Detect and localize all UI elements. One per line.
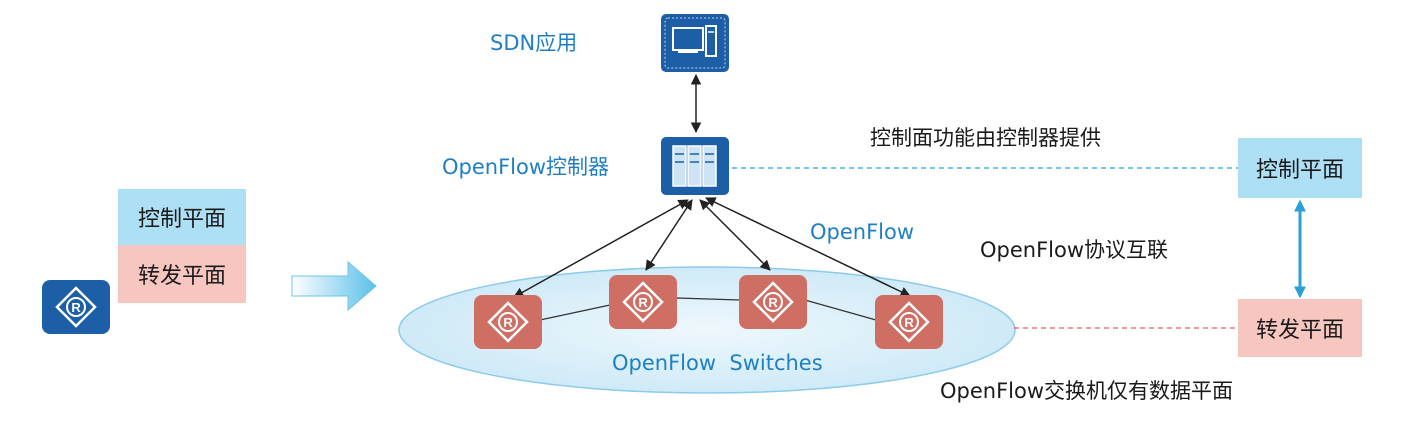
left-forwarding-plane-box: 转发平面 [118, 245, 246, 303]
switches-label: OpenFlow Switches [612, 351, 823, 375]
server-icon [661, 137, 729, 195]
right-control-plane-box: 控制平面 [1238, 138, 1362, 198]
controller-switch-link-4 [705, 197, 911, 297]
switch-router-icon: R [474, 295, 542, 349]
right-forwarding-plane-label: 转发平面 [1255, 318, 1344, 343]
switch-data-plane-note: OpenFlow交换机仅有数据平面 [940, 379, 1234, 403]
left-control-plane-label: 控制平面 [137, 207, 226, 232]
svg-text:R: R [638, 295, 648, 310]
right-control-plane-label: 控制平面 [1255, 158, 1344, 183]
left-forwarding-plane-label: 转发平面 [137, 264, 226, 289]
controller-switch-link-2 [645, 199, 693, 271]
svg-text:R: R [71, 300, 81, 315]
left-control-plane-box: 控制平面 [118, 189, 246, 245]
control-function-note: 控制面功能由控制器提供 [870, 126, 1101, 150]
openflow-label: OpenFlow [810, 220, 915, 244]
switch-router-icon: R [609, 275, 677, 329]
right-forwarding-plane-box: 转发平面 [1238, 299, 1362, 357]
transition-arrow [291, 260, 377, 312]
svg-text:R: R [768, 295, 778, 310]
computer-icon [661, 14, 729, 72]
svg-text:R: R [904, 315, 914, 330]
controller-switch-link-3 [699, 199, 771, 271]
protocol-interconnect-note: OpenFlow协议互联 [980, 238, 1169, 262]
switch-router-icon: R [875, 295, 943, 349]
svg-text:R: R [503, 315, 513, 330]
sdn-app-label: SDN应用 [490, 31, 578, 55]
router-icon: R [42, 280, 110, 334]
switch-router-icon: R [739, 275, 807, 329]
controller-label: OpenFlow控制器 [442, 155, 610, 179]
switch-interconnect [539, 297, 877, 321]
